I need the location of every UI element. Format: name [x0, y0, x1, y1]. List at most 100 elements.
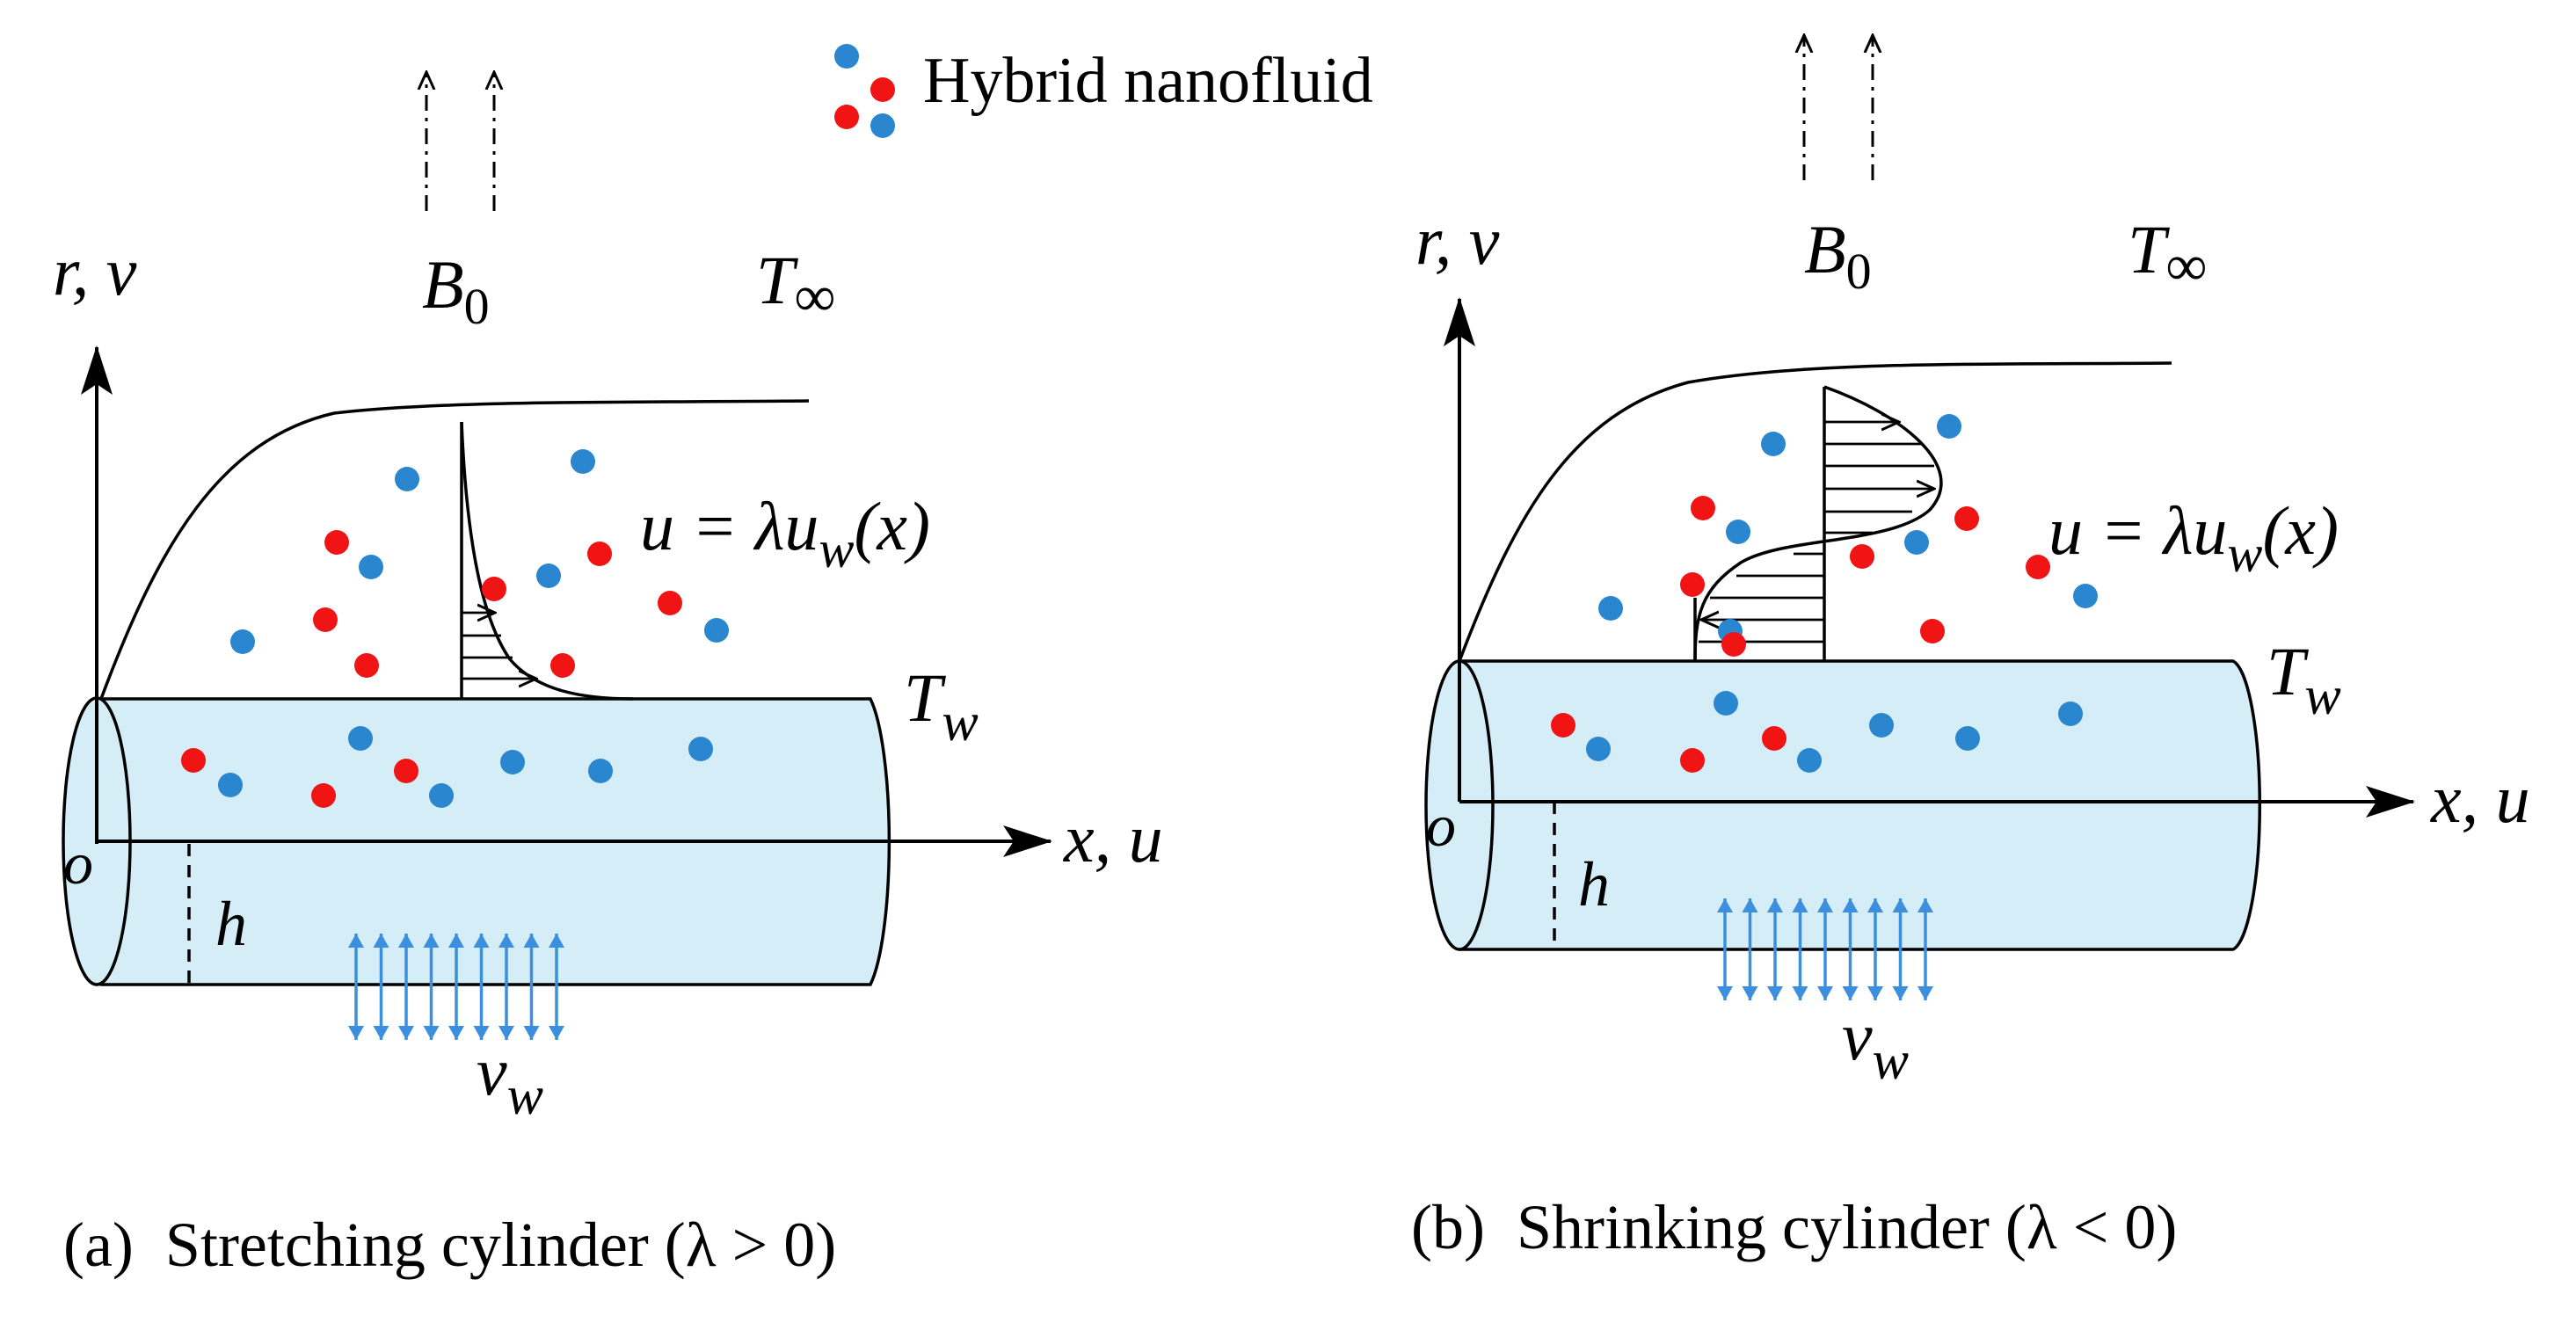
equation-rhs: (x): [854, 488, 930, 564]
blue-particle: [1726, 520, 1750, 544]
t-inf-main: T: [756, 242, 798, 318]
tw-sub: w: [942, 693, 978, 752]
blue-particle: [359, 555, 383, 579]
red-particle: [1691, 496, 1715, 520]
caption-b: (b) Shrinking cylinder (λ < 0): [1411, 1192, 2177, 1262]
tw-label: Tw: [2267, 633, 2341, 726]
blue-particle: [1904, 530, 1929, 555]
panel-shrinking: r, v x, u o h B0 T∞ Tw vw u = λuw(x) (b)…: [1411, 35, 2530, 1262]
velocity-equation: u = λuw(x): [2048, 492, 2339, 583]
red-particle: [482, 577, 506, 601]
legend-particles-icon: [834, 44, 895, 138]
t-inf-main: T: [2128, 211, 2170, 287]
tw-sub: w: [2304, 666, 2340, 726]
nanoparticles: [181, 449, 729, 808]
equation-rhs: (x): [2262, 492, 2339, 569]
vw-label: vw: [1842, 998, 1909, 1091]
red-particle: [311, 783, 336, 808]
blue-particle: [688, 737, 713, 761]
blue-particle: [2073, 584, 2098, 608]
h-label: h: [215, 889, 247, 959]
red-particle: [2026, 555, 2050, 579]
blue-particle: [230, 629, 255, 654]
caption-a: (a) Stretching cylinder (λ > 0): [63, 1210, 836, 1280]
magnetic-field-arrows: [426, 72, 494, 211]
r-axis-label: r, v: [1415, 202, 1500, 279]
red-particle: [324, 530, 349, 555]
vw-label: vw: [477, 1033, 543, 1126]
blue-particle: [1586, 737, 1611, 761]
blue-particle: [1869, 713, 1894, 738]
b0-label: B0: [1804, 211, 1872, 300]
blue-particle: [571, 449, 595, 474]
red-particle: [587, 542, 612, 566]
vw-main: v: [1842, 998, 1873, 1074]
t-inf-sub: ∞: [2165, 234, 2207, 298]
red-particle: [1680, 748, 1705, 773]
blue-particle: [395, 467, 419, 491]
blue-particle: [1714, 691, 1738, 716]
blue-particle: [500, 750, 525, 774]
tw-main: T: [904, 659, 946, 736]
equation-lhs: u = λu: [640, 488, 819, 564]
b0-main: B: [422, 246, 464, 323]
vw-main: v: [477, 1033, 507, 1109]
suction-arrows: [1717, 898, 1933, 1000]
blue-particle: [429, 783, 454, 808]
blue-particle: [536, 563, 561, 588]
legend-label: Hybrid nanofluid: [923, 45, 1373, 117]
origin-label: o: [63, 830, 93, 897]
red-particle: [354, 653, 379, 678]
origin-label: o: [1426, 792, 1456, 859]
h-label: h: [1578, 849, 1610, 920]
velocity-equation: u = λuw(x): [640, 488, 930, 578]
blue-particle: [1937, 414, 1961, 439]
velocity-profile: [460, 421, 634, 701]
red-particle: [1721, 632, 1746, 657]
t-inf-sub: ∞: [794, 265, 835, 329]
b0-sub: 0: [1846, 243, 1872, 300]
magnetic-field-arrows: [1804, 35, 1873, 180]
red-particle: [658, 591, 682, 615]
panel-stretching: r, v x, u o h B0 T∞ Tw vw u = λuw(x) (a)…: [53, 72, 1163, 1280]
red-particle: [1954, 506, 1979, 531]
t-inf-label: T∞: [756, 242, 835, 329]
equation-lhs: u = λu: [2048, 492, 2227, 569]
b0-label: B0: [422, 246, 490, 335]
b0-main: B: [1804, 211, 1846, 287]
cylinder-body: [1424, 659, 2262, 951]
red-particle: [394, 759, 418, 783]
red-particle: [550, 653, 575, 678]
vw-sub: w: [507, 1066, 543, 1126]
velocity-profile: [1693, 385, 1943, 662]
x-axis-label: x, u: [2430, 760, 2530, 837]
boundary-layer-curve: [99, 399, 810, 700]
red-particle: [313, 607, 338, 632]
red-particle: [1850, 544, 1874, 569]
red-particle: [1680, 572, 1705, 597]
blue-particle: [1598, 596, 1623, 621]
x-axis-label: x, u: [1063, 800, 1163, 876]
legend: Hybrid nanofluid: [834, 44, 1373, 138]
red-particle: [1762, 726, 1786, 751]
red-particle: [1551, 713, 1575, 738]
tw-main: T: [2267, 633, 2309, 709]
equation-sub: w: [2227, 525, 2262, 583]
suction-arrows: [348, 934, 564, 1040]
blue-particle: [1955, 726, 1980, 751]
blue-particle: [588, 759, 613, 783]
blue-particle: [704, 618, 729, 643]
blue-particle: [2058, 701, 2083, 726]
b0-sub: 0: [464, 278, 490, 335]
equation-sub: w: [819, 520, 854, 578]
boundary-layer-curve: [1458, 361, 2172, 662]
t-inf-label: T∞: [2128, 211, 2207, 298]
vw-sub: w: [1873, 1031, 1909, 1091]
blue-particle: [218, 773, 243, 797]
blue-particle: [348, 726, 373, 751]
nanoparticles: [1551, 414, 2098, 773]
blue-particle: [1761, 432, 1786, 456]
red-particle: [1920, 619, 1945, 643]
r-axis-label: r, v: [53, 233, 137, 309]
